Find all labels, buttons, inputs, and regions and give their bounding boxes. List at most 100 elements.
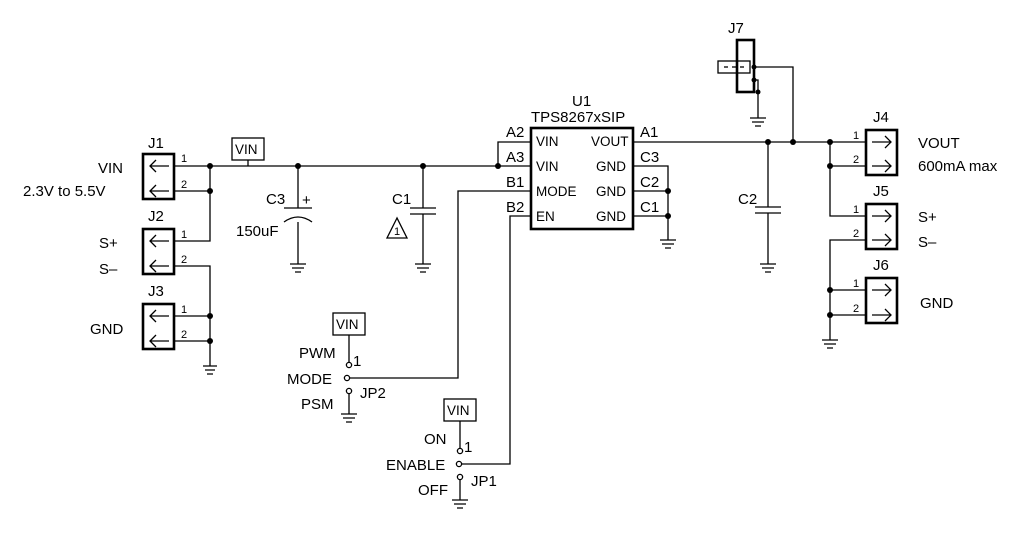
j6-arrow-2 <box>872 308 892 322</box>
c3-polarity: + <box>302 192 311 209</box>
j4-ref: J4 <box>873 109 889 126</box>
input-wiring <box>174 141 531 465</box>
j2-ref: J2 <box>148 208 164 225</box>
u1-part: TPS8267xSIP <box>531 109 625 126</box>
j2-label-plus: S+ <box>99 235 118 252</box>
c1-note-triangle <box>385 216 409 239</box>
j3-pin1: 1 <box>181 304 187 316</box>
junction-dot <box>207 188 213 194</box>
c1-capacitor: C1 1 <box>385 191 436 239</box>
ground-symbols <box>203 117 838 509</box>
jp1-pin-mid <box>455 460 463 468</box>
junction-dot <box>827 287 833 293</box>
c2-ref: C2 <box>738 191 757 208</box>
j1-desc-bottom: 2.3V to 5.5V <box>23 183 106 200</box>
j6-ref: J6 <box>873 257 889 274</box>
j5-ref: J5 <box>873 183 889 200</box>
jp2-vin-text: VIN <box>336 317 359 332</box>
u1-ball-a2: A2 <box>506 124 524 141</box>
ground-c1 <box>415 263 431 273</box>
ground-c2 <box>760 263 776 273</box>
c3-plate-curved <box>283 216 313 223</box>
u1-body <box>529 126 635 231</box>
j5-body <box>864 202 899 251</box>
u1-ball-a3: A3 <box>506 149 524 166</box>
jp1-vin-text: VIN <box>447 403 470 418</box>
jp2-ref: JP2 <box>360 385 386 402</box>
u1-ball-b2: B2 <box>506 199 524 216</box>
j5-arrow-2 <box>872 233 892 247</box>
ground-c3 <box>290 263 306 273</box>
c1-note-number: 1 <box>394 226 400 238</box>
j7-shunt <box>717 60 751 74</box>
ground-j6 <box>822 339 838 349</box>
j2-label-minus: S– <box>99 261 118 278</box>
u1-ball-c3: C3 <box>640 149 659 166</box>
jp2-pin-bot <box>345 387 353 395</box>
j2-pin1: 1 <box>181 229 187 241</box>
vin-bus-wire <box>174 141 531 167</box>
j2-body <box>141 227 176 276</box>
junction-dot <box>765 139 771 145</box>
u1-ball-b1: B1 <box>506 174 524 191</box>
jp2-pin-mid <box>343 374 351 382</box>
u1-pin-gnd-3: GND <box>596 209 626 224</box>
j1-ref: J1 <box>148 135 164 152</box>
u1-ball-c1: C1 <box>640 199 659 216</box>
j3-pin2: 2 <box>181 329 187 341</box>
j2-sense-minus-wire <box>174 265 211 366</box>
j7-connector: J7 <box>717 20 756 94</box>
j6-desc: GND <box>920 295 954 312</box>
j2-arrow-1 <box>149 234 169 248</box>
jp2-jumper: VIN PWM MODE PSM 1 JP2 <box>287 312 386 414</box>
junction-dot <box>790 139 796 145</box>
c2-capacitor: C2 <box>738 191 781 214</box>
j1-arrow-1 <box>149 159 169 173</box>
jp1-ref: JP1 <box>471 473 497 490</box>
jp2-pin1: 1 <box>353 353 361 370</box>
junction-dot <box>665 213 671 219</box>
jp1-pin1: 1 <box>464 439 472 456</box>
u1-ball-c2: C2 <box>640 174 659 191</box>
c3-capacitor: C3 + 150uF <box>236 191 313 240</box>
mode-wire <box>350 190 531 379</box>
j1-arrow-2 <box>149 184 169 198</box>
jp2-label-bot: PSM <box>301 396 334 413</box>
vin-net-text: VIN <box>235 142 258 157</box>
ground-u1 <box>660 239 676 249</box>
jp1-pin-bot <box>456 473 464 481</box>
j3-connector: J3 GND 1 2 <box>90 283 187 351</box>
jp1-jumper: VIN ON ENABLE OFF 1 JP1 <box>386 398 497 500</box>
c1-ref: C1 <box>392 191 411 208</box>
u1-pin-gnd-1: GND <box>596 159 626 174</box>
j2-connector: J2 S+ S– 1 2 <box>99 208 187 278</box>
u1-pin-vin-1: VIN <box>536 134 559 149</box>
j2-sense-plus-wire <box>174 166 211 242</box>
vin-net-label: VIN <box>231 137 265 161</box>
j5-label-plus: S+ <box>918 209 937 226</box>
j2-pin2: 2 <box>181 254 187 266</box>
j4-pin2: 2 <box>853 154 859 166</box>
j4-connector: J4 VOUT 600mA max 1 2 <box>853 109 998 177</box>
jp1-label-mid: ENABLE <box>386 457 445 474</box>
j1-desc-top: VIN <box>98 160 123 177</box>
jp1-pin-top <box>456 447 464 455</box>
j6-body <box>864 276 899 325</box>
u1-chip: U1 TPS8267xSIP VIN VIN MODE EN VOUT GND … <box>506 93 659 231</box>
j5-connector: J5 S+ S– 1 2 <box>853 183 937 251</box>
j3-body <box>141 302 176 351</box>
junction-dot <box>295 163 301 169</box>
ground-j3 <box>203 365 217 375</box>
jp2-pin-top <box>345 361 353 369</box>
j3-arrow-2 <box>149 334 169 348</box>
junction-dot <box>755 89 761 95</box>
j6-pin2: 2 <box>853 303 859 315</box>
junction-dots <box>207 64 833 344</box>
ground-j7 <box>750 117 766 127</box>
j6-arrow-1 <box>872 283 892 297</box>
junction-dot <box>751 77 757 83</box>
junction-dot <box>827 163 833 169</box>
junction-dot <box>207 338 213 344</box>
j5-pin2: 2 <box>853 228 859 240</box>
